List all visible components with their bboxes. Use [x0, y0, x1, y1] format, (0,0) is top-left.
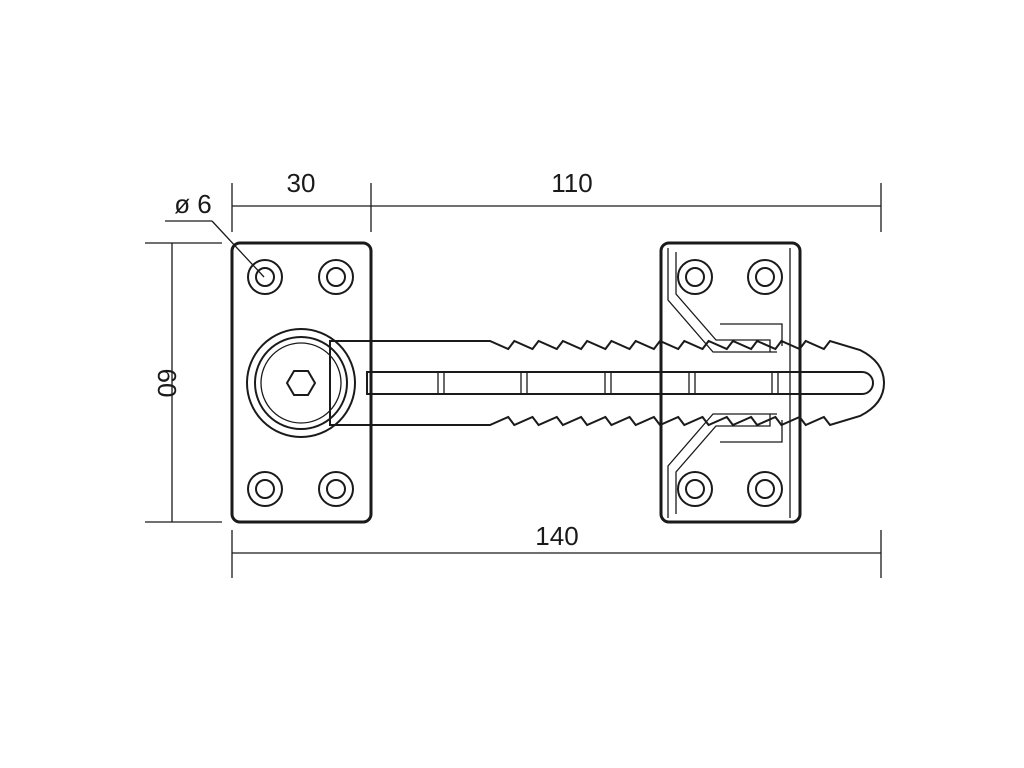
left-mounting-plate — [230, 241, 373, 524]
dim-height: 60 — [152, 369, 182, 398]
pivot-boss — [246, 328, 356, 438]
bar-slot-dividers — [437, 372, 779, 394]
dim-bar-length: 110 — [551, 168, 592, 198]
dim-hole-diameter: ø 6 — [174, 189, 212, 219]
screw-hole — [247, 259, 283, 295]
screw-hole — [247, 471, 283, 507]
screw-hole — [747, 471, 783, 507]
dim-left-plate-width: 30 — [287, 168, 316, 198]
dimension-lines — [145, 183, 882, 578]
dim-total-length: 140 — [535, 521, 578, 551]
screw-hole — [677, 471, 713, 507]
screw-hole — [747, 259, 783, 295]
swing-arm — [329, 339, 886, 427]
right-strike-plate — [659, 241, 802, 524]
hex-socket-icon — [285, 370, 317, 396]
screw-hole — [318, 471, 354, 507]
right-plate-screw-holes — [677, 259, 783, 507]
screw-hole — [318, 259, 354, 295]
left-plate-screw-holes — [247, 259, 354, 507]
screw-hole — [677, 259, 713, 295]
